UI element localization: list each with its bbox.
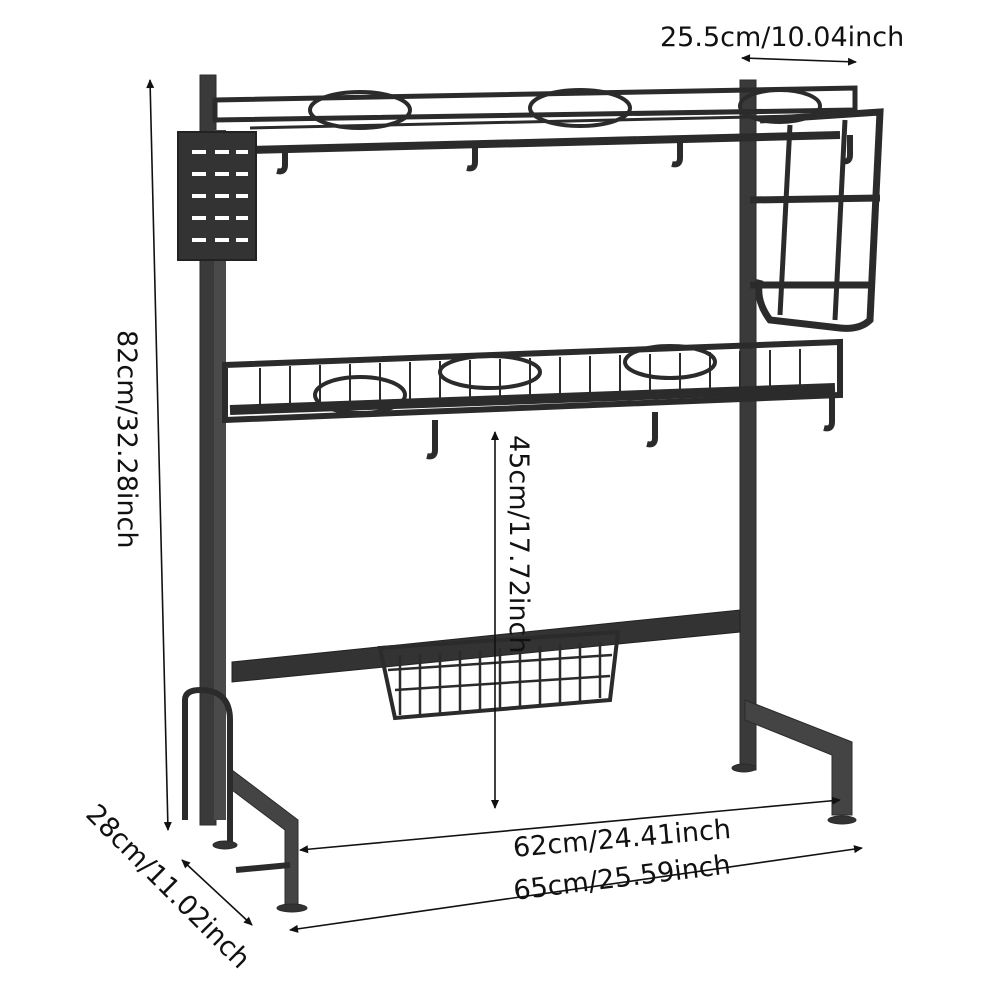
lower-crossbar xyxy=(231,609,741,683)
top-shelf xyxy=(212,85,858,175)
outer-width-arrow xyxy=(289,845,863,933)
right-post xyxy=(739,79,757,771)
middle-shelf xyxy=(222,338,843,460)
total-height-arrow xyxy=(146,79,172,831)
base-depth-arrow xyxy=(181,859,253,926)
hanging-basket xyxy=(377,629,621,721)
top-depth-label: 25.5cm/10.04inch xyxy=(660,22,905,53)
dimension-lines xyxy=(146,54,863,933)
total-height-label: 82cm/32.28inch xyxy=(111,330,142,549)
cutting-board-holder xyxy=(749,108,884,332)
utensil-holder xyxy=(177,131,257,261)
inner-width-arrow xyxy=(299,796,841,854)
clearance-height-label: 45cm/17.72inch xyxy=(503,435,534,654)
left-post xyxy=(199,74,226,826)
top-depth-arrow xyxy=(741,54,857,66)
